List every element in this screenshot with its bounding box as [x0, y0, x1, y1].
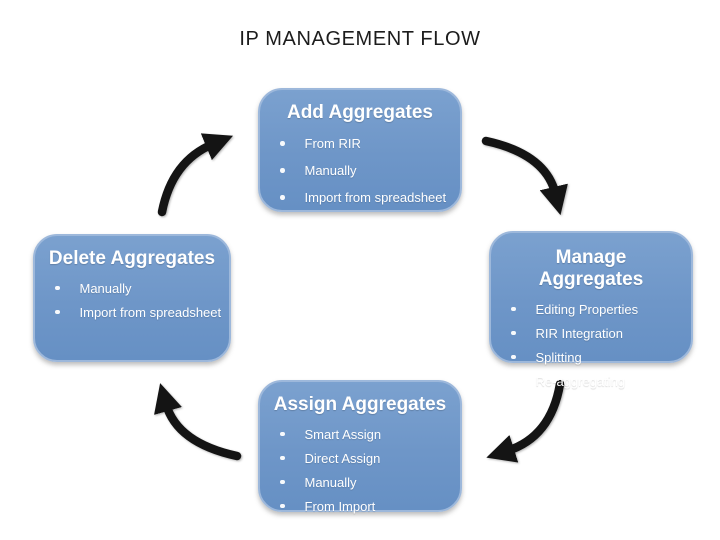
bullet-item: Editing Properties: [503, 297, 679, 321]
bullet-text: Re-aggregating: [535, 373, 626, 389]
arrow-assign-to-delete-icon: [154, 383, 242, 461]
bullet-item: From Import: [272, 494, 448, 518]
arrow-manage-to-assign-icon: [486, 379, 565, 463]
diagram-title: IP MANAGEMENT FLOW: [239, 28, 481, 50]
bullet-item: Manually: [272, 157, 448, 184]
bullet-item: Manually: [47, 276, 217, 300]
bullet-text: Import from spreadsheet: [304, 190, 447, 205]
bullet-dot-icon: [511, 378, 516, 384]
bullet-dot-icon: [280, 195, 285, 200]
box-heading-add: Add Aggregates: [286, 102, 434, 123]
bullet-text: Splitting: [535, 349, 582, 365]
box-heading-delete: Delete Aggregates: [48, 248, 216, 269]
bullet-text: Manually: [304, 474, 357, 490]
bullet-text: From Import: [304, 498, 376, 514]
bullet-item: RIR Integration: [503, 321, 679, 345]
bullet-dot-icon: [511, 330, 516, 336]
bullet-text: Manually: [79, 280, 132, 296]
bullet-text: Direct Assign: [304, 450, 381, 466]
bullet-dot-icon: [280, 503, 285, 509]
bullet-item: Direct Assign: [272, 446, 448, 470]
bullet-text: Import from spreadsheet: [79, 304, 222, 320]
bullet-item: From RIR: [272, 130, 448, 157]
arrow-delete-to-add-icon: [157, 133, 234, 217]
bullet-dot-icon: [55, 309, 60, 315]
bullet-dot-icon: [511, 354, 516, 360]
bullet-dot-icon: [55, 285, 60, 291]
bullet-dot-icon: [511, 306, 516, 312]
bullet-item: Splitting: [503, 345, 679, 369]
bullet-text: Manually: [304, 163, 357, 178]
bullet-item: Import from spreadsheet: [272, 184, 448, 211]
bullet-text: Smart Assign: [304, 426, 382, 442]
box-heading-assign: Assign Aggregates: [273, 394, 447, 415]
box-heading-manage: Manage Aggregates: [538, 247, 644, 290]
bullet-item: Import from spreadsheet: [47, 300, 221, 324]
bullet-dot-icon: [280, 479, 285, 485]
bullet-text: Editing Properties: [535, 301, 639, 317]
arrow-add-to-manage-icon: [481, 136, 568, 216]
bullet-dot-icon: [280, 431, 285, 437]
bullet-item: Re-aggregating: [503, 369, 679, 393]
bullet-item: Smart Assign: [272, 422, 448, 446]
bullet-dot-icon: [280, 168, 285, 173]
bullet-dot-icon: [280, 141, 285, 146]
bullet-text: From RIR: [304, 136, 361, 151]
bullet-item: Manually: [272, 470, 448, 494]
bullet-text: RIR Integration: [535, 325, 623, 341]
bullet-dot-icon: [280, 455, 285, 461]
